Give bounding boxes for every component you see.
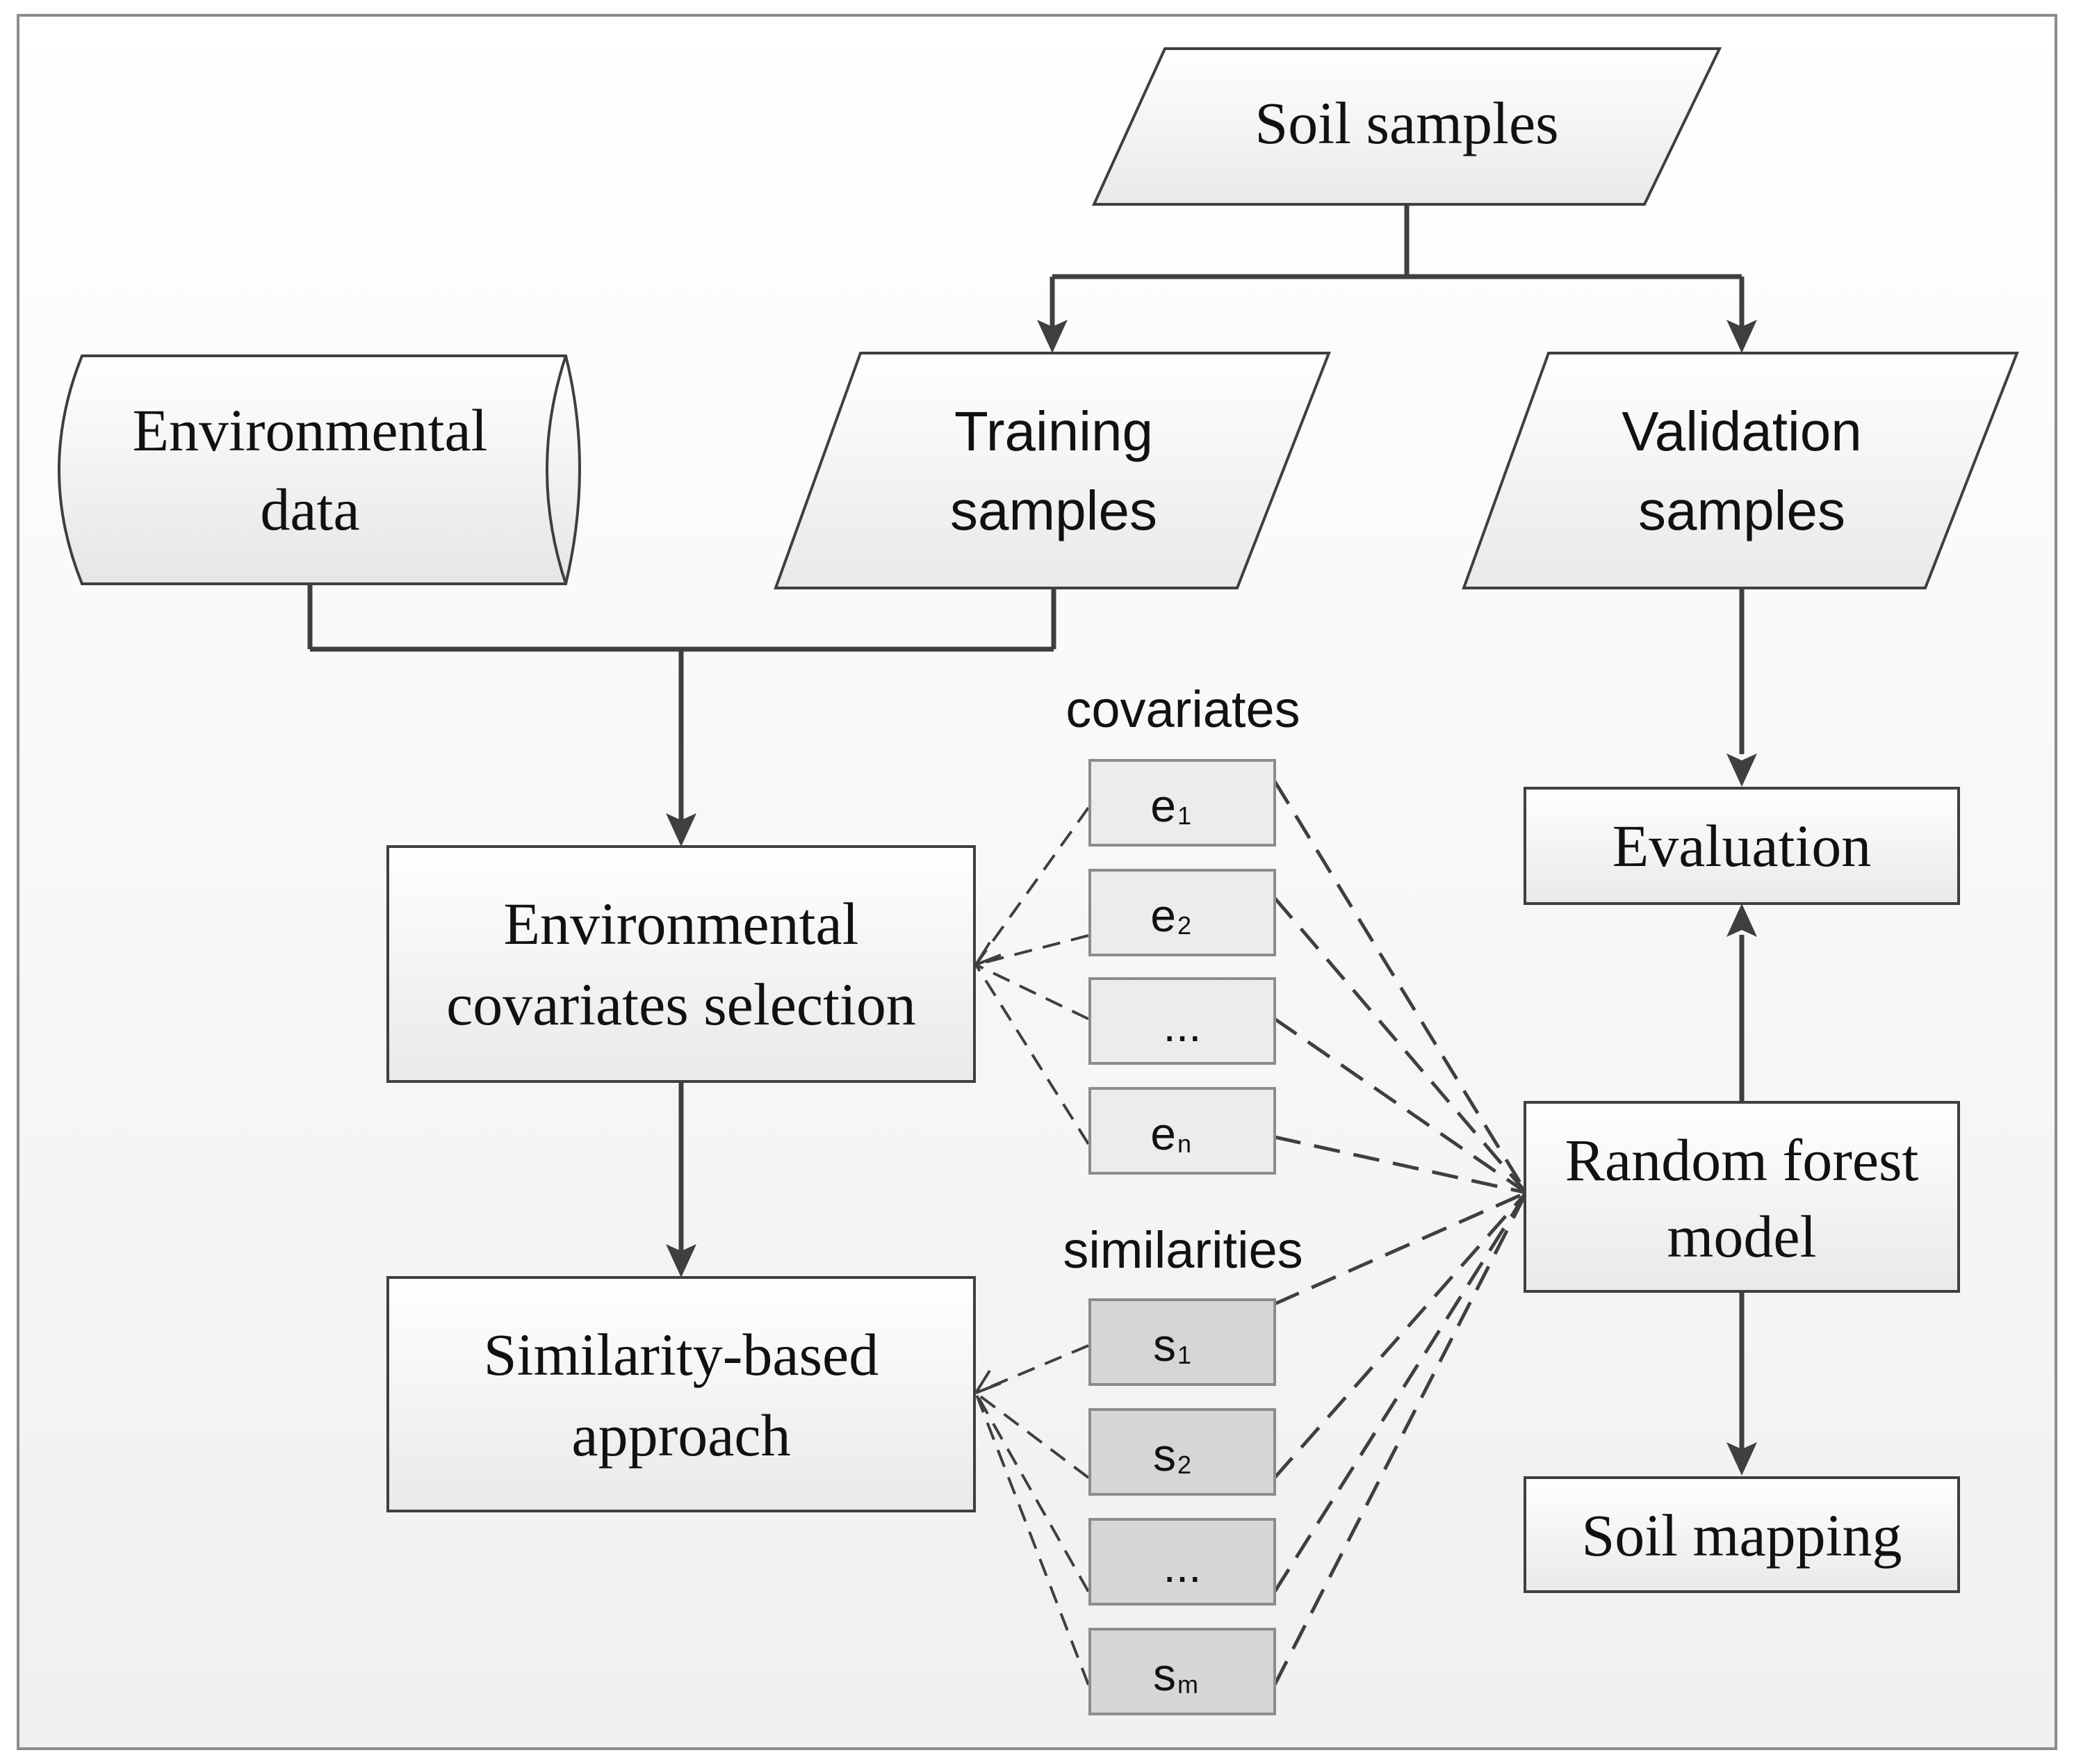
similarity-approach-node: Similarity-based approach xyxy=(386,1276,976,1512)
covariate-item-sub: 1 xyxy=(1177,801,1191,830)
covariates-group-label: covariates xyxy=(1065,680,1300,738)
similarity-item-sub: 2 xyxy=(1177,1451,1191,1479)
environmental-data-node: Environmental data xyxy=(58,354,581,585)
similarity-item-sub: m xyxy=(1177,1670,1198,1699)
covariate-item-sub: 2 xyxy=(1177,911,1191,940)
solid-arrowheads xyxy=(666,320,1757,1476)
covariate-item-base: e xyxy=(1150,890,1176,941)
dashed-to-random-forest xyxy=(1273,780,1528,1686)
covariates-selection-node: Environmental covariates selection xyxy=(386,845,976,1083)
covariate-item: e 1 xyxy=(1088,759,1276,847)
evaluation-label: Evaluation xyxy=(1612,812,1872,879)
covariate-item-base: e xyxy=(1150,1108,1176,1159)
random-forest-label-line2: model xyxy=(1667,1203,1817,1270)
similarity-boxes: s 1 s 2 ... s m xyxy=(1088,1298,1276,1715)
similarity-approach-label-line1: Similarity-based xyxy=(484,1321,879,1388)
similarity-item-base: s xyxy=(1153,1649,1176,1700)
training-samples-node: Training samples xyxy=(774,352,1331,589)
validation-samples-label-line1: Validation xyxy=(1622,400,1861,462)
covariate-item: ... xyxy=(1088,977,1276,1065)
dashed-open-arrowheads xyxy=(974,941,1002,1394)
covariate-boxes: e 1 e 2 ... e n xyxy=(1088,759,1276,1175)
similarity-item: ... xyxy=(1088,1518,1276,1606)
similarity-item: s m xyxy=(1088,1628,1276,1715)
covariate-item-base: ... xyxy=(1163,999,1201,1051)
similarity-item-base: ... xyxy=(1163,1540,1201,1592)
random-forest-node: Random forest model xyxy=(1524,1101,1960,1293)
covariate-item-base: e xyxy=(1150,780,1176,831)
covariate-item: e 2 xyxy=(1088,869,1276,956)
environmental-data-label-line2: data xyxy=(260,476,359,543)
similarity-item: s 2 xyxy=(1088,1408,1276,1496)
validation-samples-label-line2: samples xyxy=(1638,480,1845,541)
random-forest-label-line1: Random forest xyxy=(1565,1127,1919,1193)
training-samples-label-line1: Training xyxy=(954,400,1153,462)
similarity-item-sub: 1 xyxy=(1177,1341,1191,1369)
similarity-item-base: s xyxy=(1153,1319,1176,1371)
similarity-item: s 1 xyxy=(1088,1298,1276,1386)
soil-mapping-node: Soil mapping xyxy=(1524,1476,1960,1593)
dashed-to-selection xyxy=(974,806,1090,1145)
validation-samples-node: Validation samples xyxy=(1462,352,2019,589)
similarity-item-base: s xyxy=(1153,1429,1176,1480)
environmental-data-label-line1: Environmental xyxy=(132,397,487,464)
similarity-approach-label-line2: approach xyxy=(571,1402,790,1469)
covariates-selection-label-line1: Environmental xyxy=(503,890,858,957)
soil-samples-label: Soil samples xyxy=(1255,90,1558,156)
evaluation-node: Evaluation xyxy=(1524,787,1960,905)
solid-connectors xyxy=(307,204,1745,1449)
covariates-selection-label-line2: covariates selection xyxy=(446,971,916,1038)
soil-mapping-label: Soil mapping xyxy=(1581,1502,1902,1569)
covariate-item: e n xyxy=(1088,1087,1276,1175)
soil-samples-node: Soil samples xyxy=(1091,47,1722,206)
covariate-item-sub: n xyxy=(1177,1129,1191,1158)
training-samples-label-line2: samples xyxy=(950,480,1157,541)
similarities-group-label: similarities xyxy=(1063,1221,1303,1279)
